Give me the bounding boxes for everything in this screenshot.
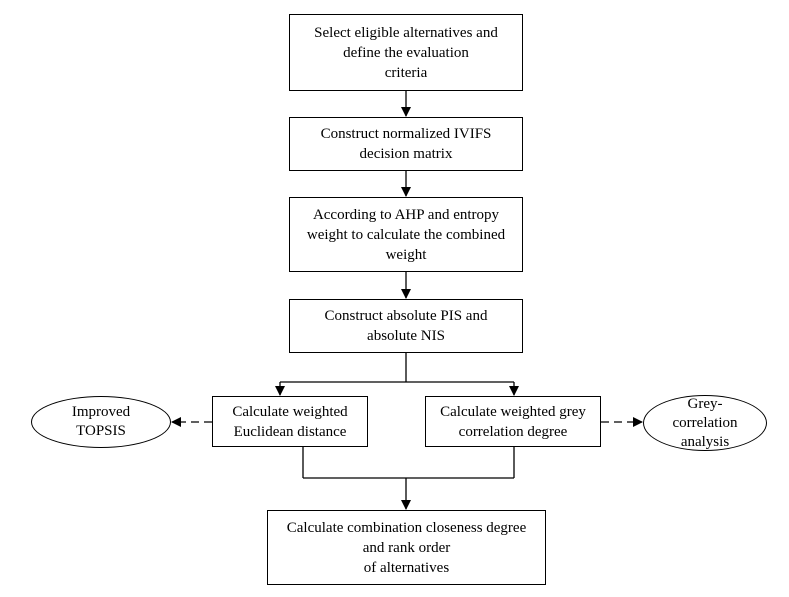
step-construct-pis-nis: Construct absolute PIS and absolute NIS: [289, 299, 523, 353]
method-improved-topsis: Improved TOPSIS: [31, 396, 171, 448]
step-combined-weight: According to AHP and entropy weight to c…: [289, 197, 523, 272]
method-grey-correlation-analysis: Grey- correlation analysis: [643, 395, 767, 451]
step-construct-normalized-matrix: Construct normalized IVIFS decision matr…: [289, 117, 523, 171]
step-grey-correlation-degree: Calculate weighted grey correlation degr…: [425, 396, 601, 447]
step-euclidean-distance: Calculate weighted Euclidean distance: [212, 396, 368, 447]
step-closeness-rank: Calculate combination closeness degree a…: [267, 510, 546, 585]
step-select-alternatives: Select eligible alternatives and define …: [289, 14, 523, 91]
